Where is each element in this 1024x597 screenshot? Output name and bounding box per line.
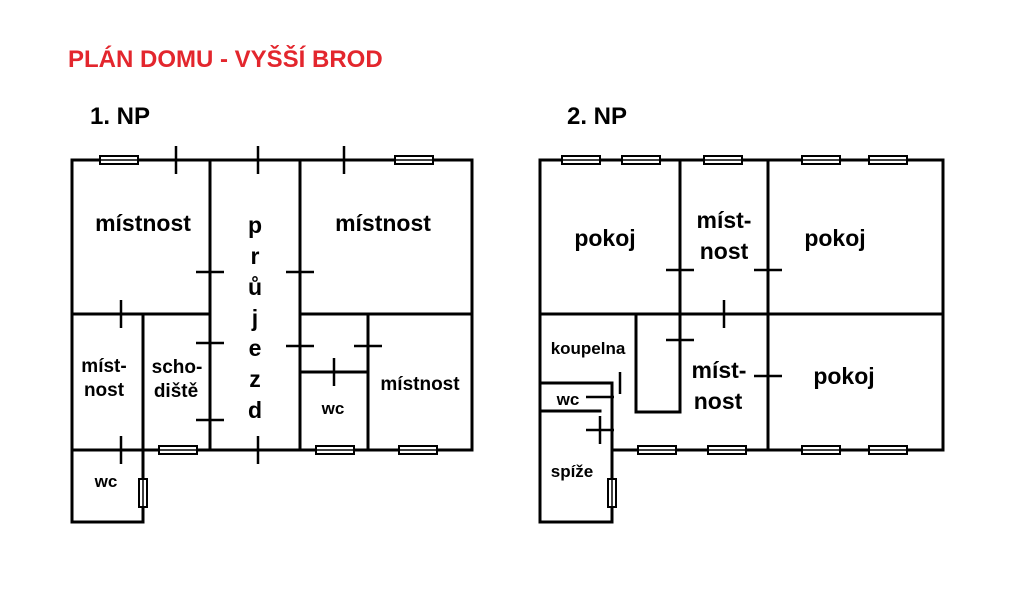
room-label-lower-center-line1: míst- [692,357,747,383]
passage-letter: e [249,335,262,361]
room-label-center-line2: nost [700,238,749,264]
wc-label: wc [556,390,580,409]
room-label-top-left: místnost [95,210,191,236]
pokoj-label-right: pokoj [804,225,865,251]
floor-1-plan: 1. NP [70,103,474,524]
floor-1-doors [119,146,382,464]
floor-1-walls [70,158,474,524]
room-label-center-line1: míst- [697,207,752,233]
floor-2-plan: 2. NP [538,103,945,524]
wc-label-left: wc [94,472,118,491]
floor-1-windows [99,155,438,508]
floor-2-windows [561,155,908,508]
room-label-top-right: místnost [335,210,431,236]
pokoj-label-left: pokoj [574,225,635,251]
room-label-mid-left-line2: nost [84,380,125,401]
pokoj-label-bottom-right: pokoj [813,363,874,389]
room-label-lower-center-line2: nost [694,388,743,414]
passage-letter: z [249,366,261,392]
passage-letter: p [248,212,262,238]
floor-2-walls [538,158,945,524]
room-label-mid-left-line1: míst- [81,356,126,377]
room-label-bottom-right: místnost [380,374,460,395]
staircase-label-line2: diště [154,381,198,402]
floor-1-label: 1. NP [90,103,150,130]
passage-letter: ů [248,274,262,300]
staircase-label-line1: scho- [152,357,203,378]
wc-label-right: wc [321,399,345,418]
floor-2-label: 2. NP [567,103,627,130]
passage-label: p r ů j e z d [248,212,262,423]
floor-2-doors [586,268,782,444]
passage-letter: r [251,243,260,269]
bathroom-label: koupelna [551,339,626,358]
pantry-label: spíže [551,462,594,481]
passage-letter: d [248,397,262,423]
passage-letter: j [251,305,258,331]
plan-title: PLÁN DOMU - VYŠŠÍ BROD [68,45,383,73]
